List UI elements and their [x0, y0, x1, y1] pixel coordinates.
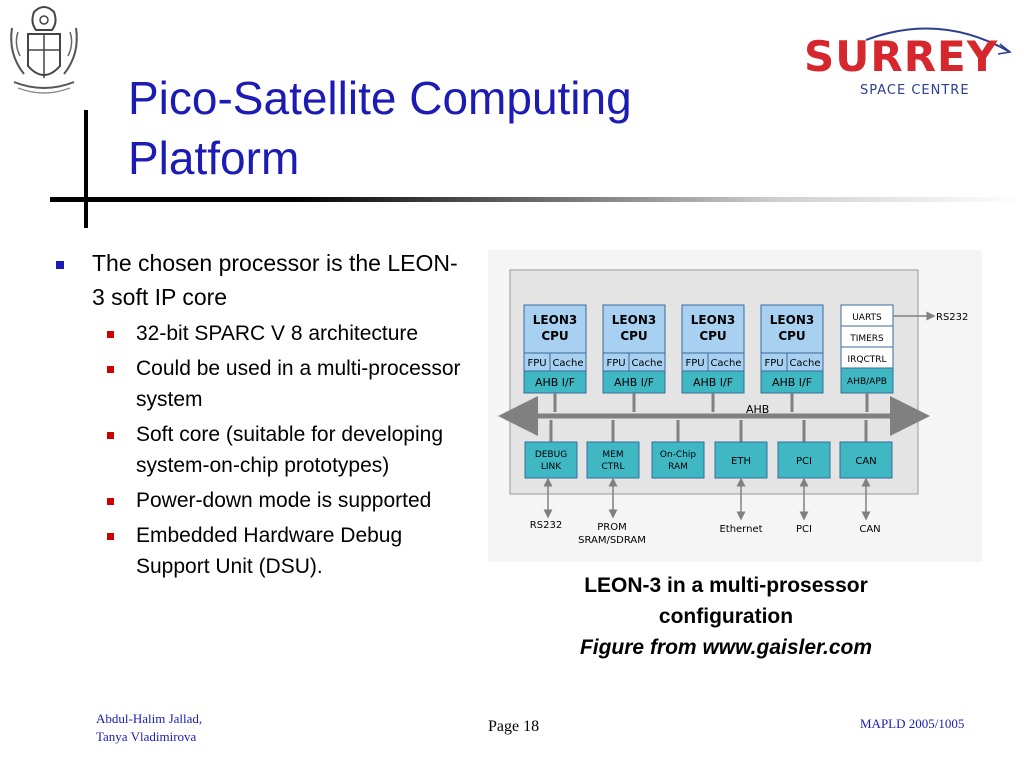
peripheral-block: PCI — [777, 420, 831, 479]
ahb-if-label: AHB I/F — [614, 376, 654, 389]
conference-label: MAPLD 2005/1005 — [860, 716, 965, 731]
bullet-sub: Soft core (suitable for developing syste… — [48, 419, 468, 481]
peripheral-line2: RAM — [668, 462, 688, 472]
cache-label: Cache — [789, 358, 820, 369]
bullet-sub-text: Power-down mode is supported — [136, 489, 432, 512]
caption-line-2: configuration — [658, 605, 794, 628]
ethernet-label: Ethernet — [719, 524, 762, 535]
footer-authors: Abdul-Halim Jallad, Tanya Vladimirova — [96, 710, 202, 746]
bullet-main-text: The chosen processor is the LEON-3 soft … — [92, 250, 458, 310]
peripheral-line2: LINK — [541, 462, 562, 472]
peripheral-line1: DEBUG — [535, 450, 567, 460]
caption-line-1: LEON-3 in a multi-prosessor — [584, 574, 868, 597]
logo-subtitle: SPACE CENTRE — [860, 83, 970, 98]
author-1: Abdul-Halim Jallad, — [96, 711, 203, 726]
square-bullet-icon — [107, 432, 114, 439]
ahb-if-label: AHB I/F — [693, 376, 733, 389]
cpu-subtitle: CPU — [541, 329, 568, 343]
fpu-label: FPU — [606, 358, 625, 369]
bullet-main: The chosen processor is the LEON-3 soft … — [48, 246, 468, 314]
bullet-sub: Could be used in a multi-processor syste… — [48, 353, 468, 415]
fpu-label: FPU — [685, 358, 704, 369]
peripheral-line1: On-Chip — [660, 450, 697, 460]
peripheral-line1: ETH — [731, 456, 751, 467]
square-bullet-icon — [56, 261, 64, 269]
apb-stack: UARTS TIMERS IRQCTRL AHB/APB — [840, 304, 894, 394]
bullet-sub: Embedded Hardware Debug Support Unit (DS… — [48, 520, 468, 582]
bullet-sub-text: Soft core (suitable for developing syste… — [136, 423, 444, 477]
ahb-if-label: AHB I/F — [772, 376, 812, 389]
vertical-rule — [84, 110, 88, 228]
bullet-sub: Power-down mode is supported — [48, 485, 468, 516]
uarts-label: UARTS — [852, 313, 882, 323]
prom-label: PROM — [597, 522, 626, 533]
university-crest-icon — [4, 4, 84, 96]
fpu-label: FPU — [527, 358, 546, 369]
ahb-bus-label: AHB — [746, 403, 769, 416]
peripheral-block: MEM CTRL — [586, 420, 640, 479]
bullet-list: The chosen processor is the LEON-3 soft … — [48, 246, 468, 582]
slide-title: Pico-Satellite Computing Platform — [128, 68, 632, 188]
sram-label: SRAM/SDRAM — [578, 535, 646, 546]
cpu-title: LEON3 — [691, 313, 735, 327]
cpu-subtitle: CPU — [699, 329, 726, 343]
bullet-sub-text: Could be used in a multi-processor syste… — [136, 357, 461, 411]
cpu-subtitle: CPU — [778, 329, 805, 343]
square-bullet-icon — [107, 331, 114, 338]
square-bullet-icon — [107, 498, 114, 505]
cpu-block: LEON3 CPU FPU Cache AHB I/F — [681, 304, 745, 394]
peripheral-line1: MEM — [602, 450, 623, 460]
cache-label: Cache — [552, 358, 583, 369]
leon3-block-diagram: LEON3 CPU FPU Cache AHB I/F LEON3 CPU FP… — [488, 250, 982, 562]
figure-caption: LEON-3 in a multi-prosessor configuratio… — [520, 570, 932, 663]
peripheral-line2: CTRL — [601, 462, 624, 472]
peripheral-block: CAN — [839, 420, 893, 479]
square-bullet-icon — [107, 533, 114, 540]
fpu-label: FPU — [764, 358, 783, 369]
title-line-2: Platform — [128, 132, 300, 184]
caption-source: Figure from www.gaisler.com — [579, 636, 873, 659]
peripheral-line1: CAN — [855, 456, 876, 467]
horizontal-rule — [50, 197, 1022, 202]
ahb-apb-label: AHB/APB — [847, 377, 887, 387]
peripheral-block: DEBUG LINK — [524, 420, 578, 479]
cache-label: Cache — [631, 358, 662, 369]
logo-wordmark: SURREY — [804, 32, 999, 81]
square-bullet-icon — [107, 366, 114, 373]
title-line-1: Pico-Satellite Computing — [128, 72, 632, 124]
bullet-sub-text: Embedded Hardware Debug Support Unit (DS… — [136, 524, 403, 578]
surrey-space-centre-logo: SURREY SPACE CENTRE — [800, 22, 1018, 102]
cpu-block: LEON3 CPU FPU Cache AHB I/F — [523, 304, 587, 394]
cpu-subtitle: CPU — [620, 329, 647, 343]
irqctrl-label: IRQCTRL — [847, 355, 886, 365]
orbit-swoosh-icon — [865, 27, 1012, 55]
can-label: CAN — [859, 524, 880, 535]
cpu-block: LEON3 CPU FPU Cache AHB I/F — [760, 304, 824, 394]
bullet-sub-text: 32-bit SPARC V 8 architecture — [136, 322, 419, 345]
cpu-title: LEON3 — [612, 313, 656, 327]
ahb-if-label: AHB I/F — [535, 376, 575, 389]
timers-label: TIMERS — [849, 334, 884, 344]
cpu-title: LEON3 — [770, 313, 814, 327]
peripheral-block: On-Chip RAM — [651, 420, 705, 479]
peripheral-line1: PCI — [796, 456, 812, 467]
page-number: Page 18 — [488, 718, 540, 735]
cpu-title: LEON3 — [533, 313, 577, 327]
bullet-sub: 32-bit SPARC V 8 architecture — [48, 318, 468, 349]
rs232-right-label: RS232 — [936, 312, 968, 323]
cpu-block: LEON3 CPU FPU Cache AHB I/F — [602, 304, 666, 394]
pci-label: PCI — [796, 524, 812, 535]
cache-label: Cache — [710, 358, 741, 369]
author-2: Tanya Vladimirova — [96, 729, 197, 744]
rs232-bottom-label: RS232 — [530, 520, 562, 531]
